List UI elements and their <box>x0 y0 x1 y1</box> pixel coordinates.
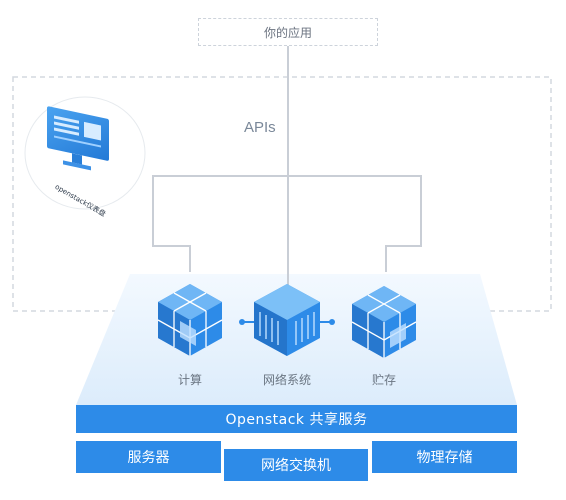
compute-connector <box>152 175 288 272</box>
dashboard-badge <box>24 96 146 210</box>
network-cube-icon <box>239 284 335 356</box>
apis-label: APIs <box>244 119 276 136</box>
api-dashed-frame <box>12 76 552 312</box>
service-label-compute: 计算 <box>177 373 202 387</box>
your-application-label: 你的应用 <box>263 25 312 40</box>
service-label-storage: 贮存 <box>371 373 396 387</box>
your-application-box: 你的应用 <box>198 18 378 46</box>
storage-cube-icon <box>351 286 417 358</box>
shared-services-bar: Openstack 共享服务 <box>76 405 517 433</box>
server-bar: 服务器 <box>76 441 221 473</box>
network-switch-bar: 网络交换机 <box>224 449 368 481</box>
service-label-network: 网络系统 <box>262 373 311 387</box>
storage-connector <box>288 175 422 272</box>
compute-cube-icon <box>157 284 223 356</box>
physical-storage-bar: 物理存储 <box>372 441 517 473</box>
